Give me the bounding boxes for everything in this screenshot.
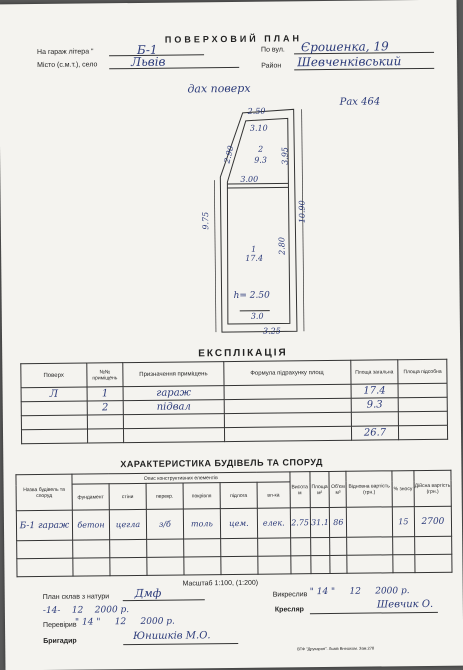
date-1: -14- 12 2000 р. — [42, 605, 130, 616]
explication-title: ЕКСПЛІКАЦІЯ — [198, 347, 288, 360]
drawn2-value: " 14 " 12 2000 р. — [309, 586, 410, 598]
characteristics-title: ХАРАКТЕРИСТИКА БУДІВЕЛЬ ТА СПОРУД — [120, 457, 323, 470]
floor-value-cell: Л — [49, 388, 59, 400]
char-header-pct: % зносу — [391, 470, 415, 507]
drawn2-label: Викреслив — [272, 591, 308, 599]
char-header-name: Назва будівель та споруд — [15, 474, 73, 511]
dim-2: 3.10 — [249, 123, 268, 133]
char-real: 2700 — [421, 516, 445, 527]
room-2-area: 9.3 — [254, 155, 267, 165]
dim-5: 3.00 — [240, 174, 259, 184]
row-2-area: 9.3 — [366, 399, 383, 411]
char-header-roof: покрівля — [183, 482, 221, 510]
checked-label: Перевірив — [42, 621, 77, 629]
row-2-purpose: підвал — [156, 401, 191, 413]
char-header-cost: Відновна вартість (грн.) — [346, 470, 393, 508]
char-roof: толь — [190, 519, 213, 529]
row-1-purpose: гараж — [156, 387, 192, 399]
char-height: 2.75 — [291, 518, 310, 528]
header-aux-area: Площа підсобна — [398, 359, 448, 384]
char-header-flooring: підлога — [219, 482, 258, 509]
drafter-label: Кресляр — [274, 606, 304, 614]
header-purpose: Призначення приміщень — [123, 361, 224, 387]
char-data-row: Б-1 гараж бетон цегла з/б толь цем. елек… — [16, 506, 452, 541]
header-formula: Формула підрахунку площ — [223, 360, 351, 386]
dim-4: 3.95 — [280, 146, 290, 165]
header-floor: Поверх — [20, 363, 87, 388]
characteristics-table: Назва будівель та споруд Опис конструкти… — [15, 470, 452, 578]
row-2-number: 2 — [101, 402, 109, 414]
dim-1: 2.50 — [247, 106, 266, 116]
dim-7: 10.90 — [297, 200, 307, 224]
char-area: 31.1 — [311, 517, 329, 528]
dim-6: 9.75 — [201, 211, 211, 230]
foreman-label: Бригадир — [43, 637, 77, 645]
dim-left — [214, 180, 217, 333]
foreman-value: Юнишків М.О. — [133, 630, 211, 643]
char-row-name: Б-1 гараж — [19, 520, 70, 531]
building-inner — [226, 117, 291, 325]
print-info: ВТФ "Друкарня". Львів Внешком. Зам.278 — [297, 645, 375, 652]
dim-8: 2.80 — [277, 237, 287, 255]
room-2-number: 2 — [258, 144, 264, 154]
dim-right — [301, 109, 305, 332]
room-1-number: 1 — [251, 244, 257, 254]
row-1-area: 17.4 — [363, 385, 386, 397]
char-header-floors: перекр. — [146, 483, 184, 510]
row-1-number: 1 — [101, 388, 109, 400]
char-header-height: Висота м — [289, 471, 310, 508]
room-1-area: 17.4 — [245, 253, 264, 263]
char-volume: 86 — [333, 517, 344, 527]
char-header-real: Дійсна вартість (грн.) — [413, 470, 452, 507]
char-header-volume: Об'єм м³ — [329, 471, 347, 508]
partition-wall-2 — [227, 186, 289, 189]
char-foundation: бетон — [77, 520, 105, 530]
char-header-area: Площа м² — [309, 471, 330, 508]
header-room-number: №№ приміщень — [86, 362, 124, 388]
header-total-area: Площа загальна — [350, 359, 399, 385]
drafter-value: Шевчик О. — [376, 598, 434, 611]
char-flooring: цем. — [229, 518, 249, 529]
char-pct: 15 — [398, 517, 409, 527]
dim-9: 3.0 — [250, 311, 264, 321]
checked-value: " 14 " 12 2000 р. — [74, 616, 175, 628]
ceiling-height: h= 2.50 — [233, 290, 270, 301]
char-electric: елек. — [262, 518, 285, 528]
scale-text: Масштаб 1:100, (1:200) — [182, 579, 259, 588]
char-floors: з/б — [158, 519, 171, 529]
char-header-foundation: фундамент — [72, 483, 110, 511]
drawn-value: Дмф — [134, 586, 162, 601]
char-header-electric: вл-ка — [256, 481, 290, 509]
char-empty-row-2 — [16, 554, 452, 577]
building-outline — [219, 108, 298, 333]
drawn-label: План склав з натури — [42, 593, 110, 601]
explication-table: Поверх №№ приміщень Призначення приміщен… — [20, 359, 448, 444]
char-header-walls: стіни — [109, 483, 147, 510]
partition-wall — [227, 182, 289, 185]
total-area: 26.7 — [363, 427, 387, 439]
dim-10: 3.25 — [262, 326, 281, 336]
char-walls: цегла — [115, 519, 141, 530]
